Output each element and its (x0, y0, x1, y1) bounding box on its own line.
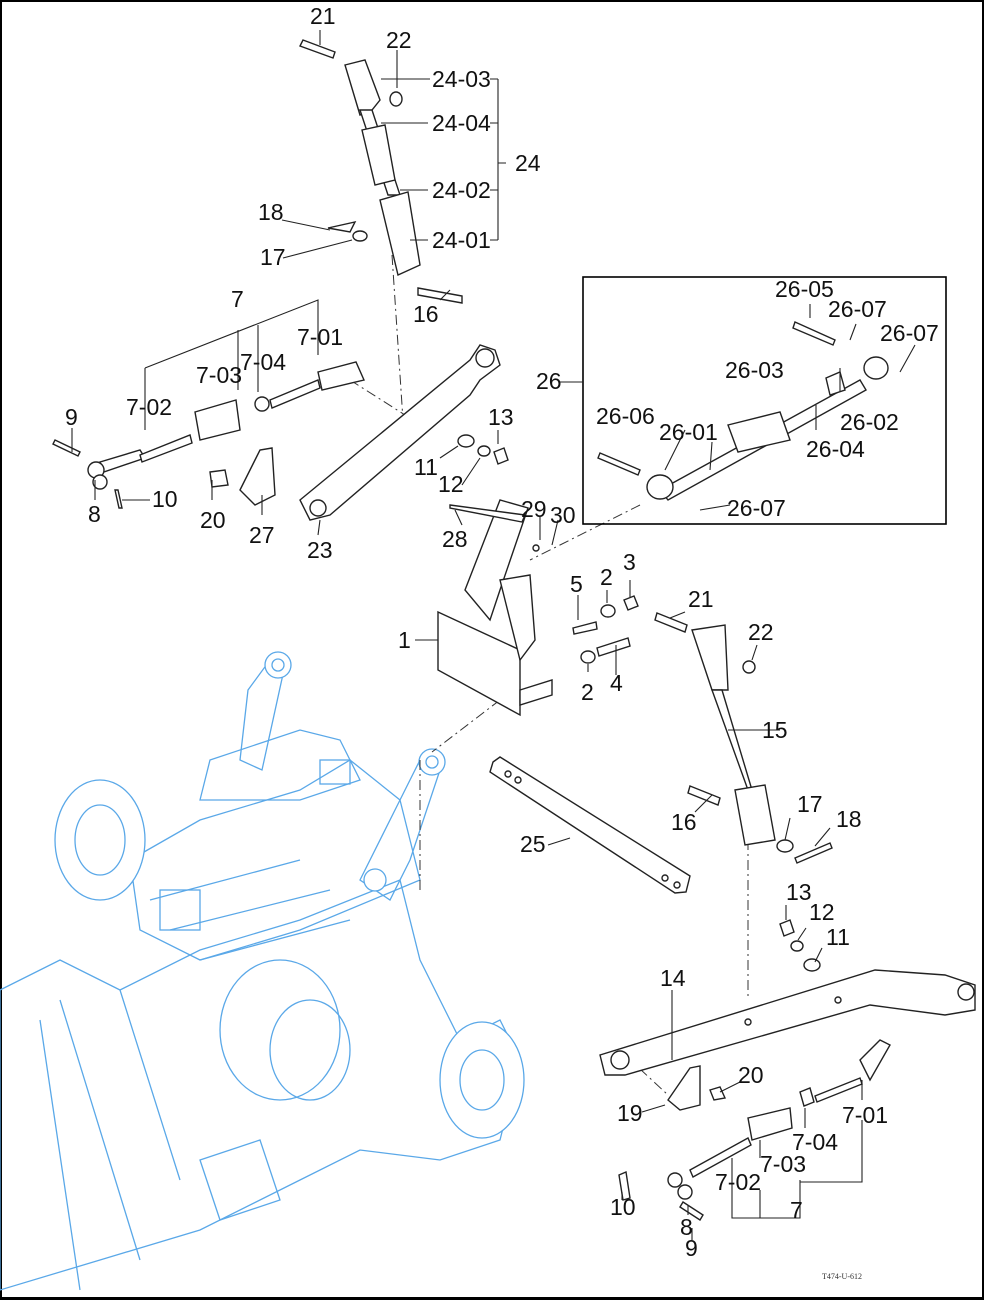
label-28: 28 (442, 526, 468, 552)
label-2-a: 2 (600, 564, 613, 590)
label-26-07-a: 26-07 (828, 296, 887, 322)
label-24-03: 24-03 (432, 66, 491, 92)
label-2-b: 2 (581, 679, 594, 705)
label-17: 17 (260, 244, 286, 270)
transmission-housing (0, 651, 525, 1291)
assembly-lines (349, 254, 749, 1096)
label-9-b: 9 (685, 1235, 698, 1261)
label-11-b: 11 (826, 924, 850, 950)
label-7-b: 7 (790, 1197, 803, 1223)
label-7-03-b: 7-03 (760, 1151, 806, 1177)
label-7-02: 7-02 (126, 394, 172, 420)
label-24: 24 (515, 150, 541, 176)
label-22: 22 (386, 27, 412, 53)
hardware-upper (457, 434, 509, 465)
label-21-b: 21 (688, 586, 714, 612)
stabilizer-bar-25 (489, 756, 691, 894)
leader-lines (71, 30, 916, 1240)
label-12: 12 (438, 471, 464, 497)
bracket-1 (437, 499, 639, 717)
label-13: 13 (488, 404, 514, 430)
label-16: 16 (413, 301, 439, 327)
label-18: 18 (258, 199, 284, 225)
top-link-24 (299, 39, 463, 304)
lift-rod-15 (654, 612, 833, 864)
label-18-b: 18 (836, 806, 862, 832)
label-30: 30 (550, 502, 576, 528)
label-29: 29 (521, 496, 547, 522)
label-26: 26 (536, 368, 562, 394)
label-7-01-b: 7-01 (842, 1102, 888, 1128)
label-26-07-c: 26-07 (727, 495, 786, 521)
label-7-04: 7-04 (240, 349, 286, 375)
label-25: 25 (520, 831, 546, 857)
label-26-02: 26-02 (840, 409, 899, 435)
label-24-01: 24-01 (432, 227, 491, 253)
callout-labels: 21 22 24-03 24-04 24 24-02 24-01 18 17 1… (65, 3, 939, 1281)
label-13-b: 13 (786, 879, 812, 905)
label-22-b: 22 (748, 619, 774, 645)
label-12-b: 12 (809, 899, 835, 925)
label-24-04: 24-04 (432, 110, 491, 136)
label-24-02: 24-02 (432, 177, 491, 203)
label-7: 7 (231, 286, 244, 312)
inset-26 (582, 276, 947, 525)
label-9: 9 (65, 404, 78, 430)
label-7-02-b: 7-02 (715, 1169, 761, 1195)
label-16-b: 16 (671, 809, 697, 835)
label-26-03: 26-03 (725, 357, 784, 383)
label-23: 23 (307, 537, 333, 563)
lower-link-23 (299, 344, 501, 521)
label-11: 11 (414, 454, 438, 480)
label-21: 21 (310, 3, 336, 29)
label-26-07-b: 26-07 (880, 320, 939, 346)
lower-link-14 (599, 969, 976, 1076)
label-4: 4 (610, 670, 623, 696)
label-20-b: 20 (738, 1062, 764, 1088)
label-1: 1 (398, 627, 411, 653)
label-7-01: 7-01 (297, 324, 343, 350)
label-8-b: 8 (680, 1214, 693, 1240)
drawing-code: T474-U-612 (822, 1272, 862, 1281)
label-5: 5 (570, 571, 583, 597)
label-14: 14 (660, 965, 686, 991)
label-19: 19 (617, 1100, 643, 1126)
label-3: 3 (623, 549, 636, 575)
hardware-lower (779, 919, 821, 972)
label-8: 8 (88, 501, 101, 527)
label-26-04: 26-04 (806, 436, 865, 462)
label-27: 27 (249, 522, 275, 548)
label-10: 10 (152, 486, 178, 512)
label-7-04-b: 7-04 (792, 1129, 838, 1155)
label-20: 20 (200, 507, 226, 533)
label-15: 15 (762, 717, 788, 743)
label-10-b: 10 (610, 1194, 636, 1220)
label-26-06: 26-06 (596, 403, 655, 429)
label-17-b: 17 (797, 791, 823, 817)
label-7-03: 7-03 (196, 362, 242, 388)
lift-rod-7-upper (52, 361, 365, 509)
label-26-05: 26-05 (775, 276, 834, 302)
label-26-01: 26-01 (659, 419, 718, 445)
